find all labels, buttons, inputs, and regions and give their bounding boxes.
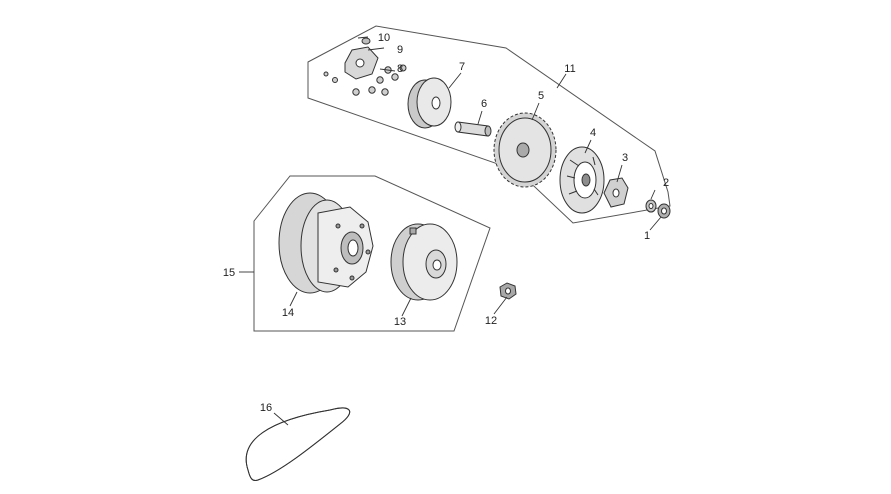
group-outline-clutch (253, 175, 491, 332)
clutch-bell (390, 223, 458, 301)
collar-bushing (454, 121, 492, 137)
driven-pulley-assembly (278, 192, 374, 294)
movable-drive-face (407, 77, 452, 129)
small-sleeve (361, 37, 371, 45)
callout-9: 9 (397, 44, 403, 56)
callout-11: 11 (564, 63, 575, 75)
clutch-nut (499, 282, 517, 300)
callout-14: 14 (282, 307, 294, 319)
ramp-plate (344, 46, 379, 80)
leader-lines (239, 36, 662, 426)
callout-6: 6 (481, 98, 487, 110)
callout-12: 12 (485, 315, 497, 327)
callout-4: 4 (590, 127, 596, 139)
callout-3: 3 (622, 152, 628, 164)
callout-5: 5 (538, 90, 544, 102)
washer (645, 199, 657, 213)
nut (657, 203, 671, 219)
starter-ratchet (603, 177, 629, 208)
drive-belt (245, 407, 351, 481)
group-outline-drive-pulley (307, 25, 671, 224)
callout-15: 15 (223, 267, 235, 279)
fan-drive-face (559, 146, 605, 214)
callout-8: 8 (397, 63, 403, 75)
callout-16: 16 (260, 402, 272, 414)
roller-weights (323, 64, 407, 96)
callout-10: 10 (378, 32, 390, 44)
callout-1: 1 (644, 230, 650, 242)
drive-face (493, 112, 557, 188)
callout-2: 2 (663, 177, 669, 189)
callout-13: 13 (394, 316, 406, 328)
callout-7: 7 (459, 61, 465, 73)
